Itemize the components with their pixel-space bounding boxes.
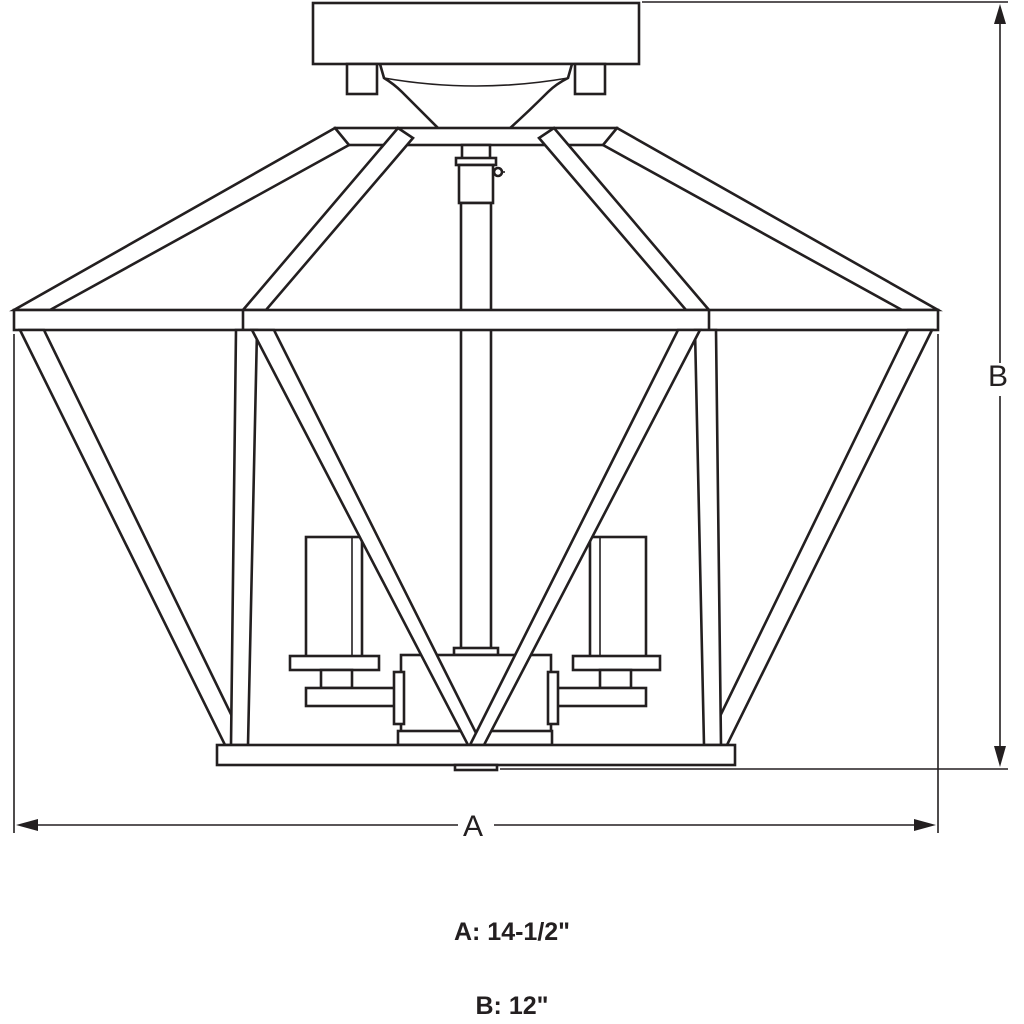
- spec-height: B: 12": [0, 994, 1024, 1019]
- spec-width-label: A:: [453, 918, 481, 946]
- top-frame: [333, 126, 619, 147]
- spec-width-value: 14-1/2": [487, 918, 571, 946]
- ceiling-canopy: [311, 1, 641, 132]
- height-dimension-line: [500, 1, 1008, 770]
- middle-frame-band: [12, 308, 940, 332]
- down-rod: [452, 143, 505, 657]
- spec-height-label: B:: [475, 992, 502, 1020]
- spec-height-value: 12": [508, 992, 549, 1020]
- light-cluster: [288, 535, 662, 747]
- dimension-letter-b: B: [988, 360, 1009, 393]
- upper-frame-arms: [9, 126, 943, 312]
- spec-width: A: 14-1/2": [0, 920, 1024, 945]
- width-dimension-line: [13, 334, 939, 833]
- bottom-frame: [215, 743, 737, 772]
- dimension-letter-a: A: [463, 810, 484, 843]
